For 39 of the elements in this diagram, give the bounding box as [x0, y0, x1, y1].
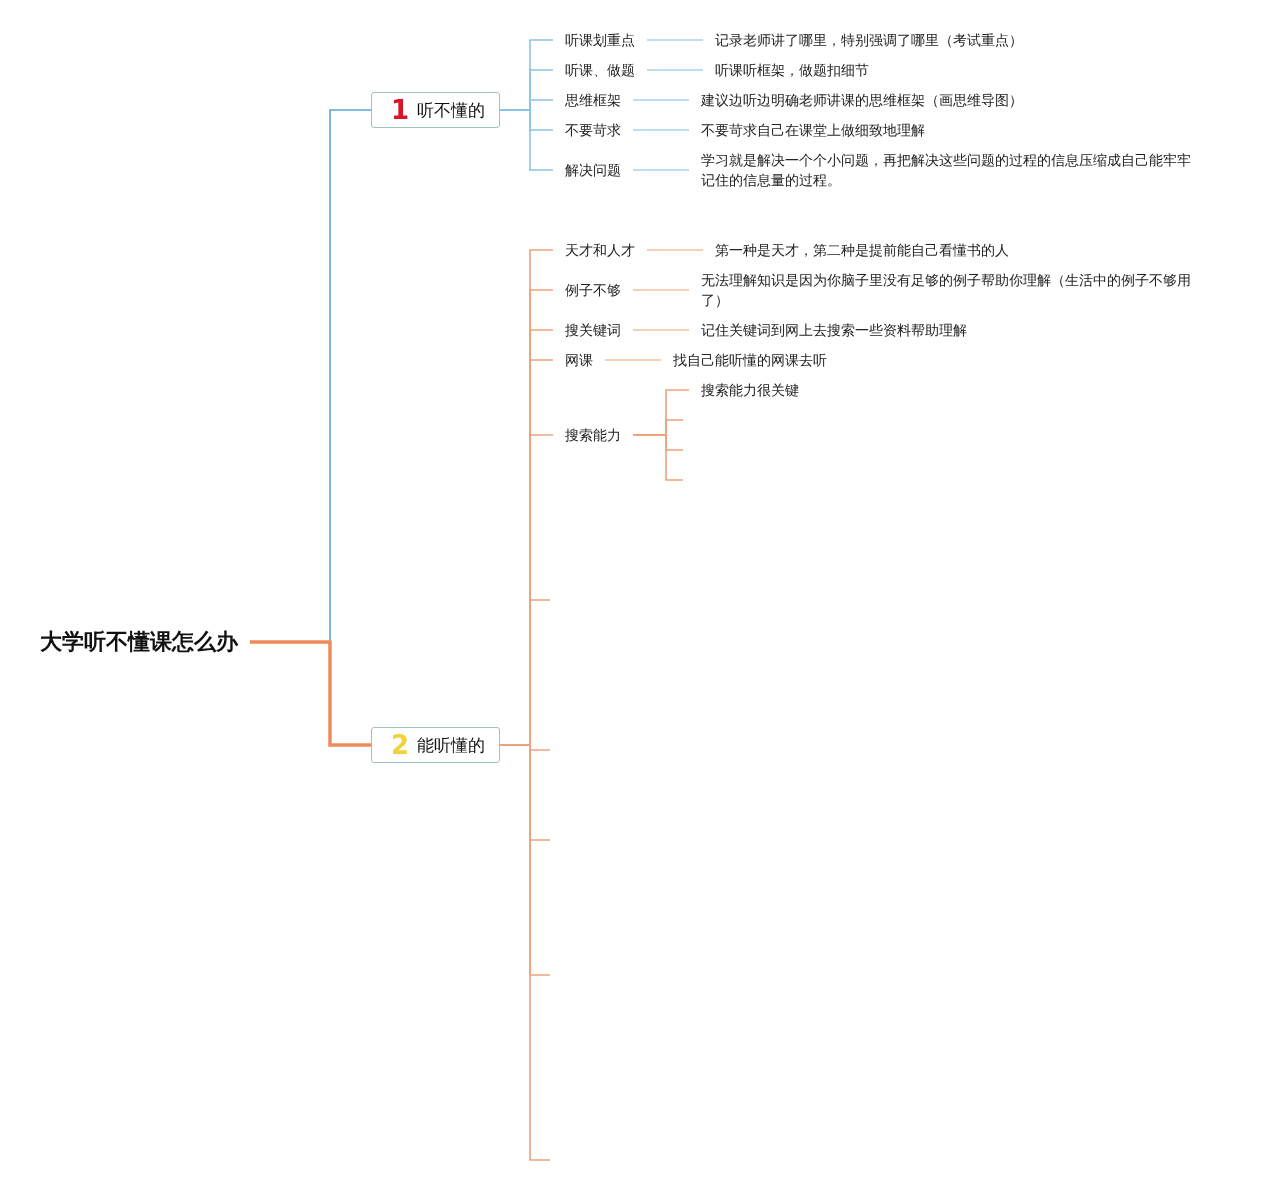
branch-line — [632, 329, 690, 331]
subtopic-label: 思维框架 — [565, 91, 621, 109]
central-topic: 大学听不懂课怎么办 — [40, 629, 238, 655]
note-text: 搜索能力很关键 — [701, 381, 799, 399]
branch-line — [646, 69, 704, 71]
note-text: 记录老师讲了哪里，特别强调了哪里（考试重点） — [715, 31, 1023, 49]
priority-number: 1 — [391, 96, 410, 124]
note-text: 听课听框架，做题扣细节 — [715, 61, 869, 79]
note-text: 无法理解知识是因为你脑子里没有足够的例子帮助你理解（生活中的例子不够用了） — [701, 270, 1195, 310]
branch-line — [632, 434, 684, 481]
note-text: 不要苛求自己在课堂上做细致地理解 — [701, 121, 925, 139]
note-text: 学习就是解决一个个小问题，再把解决这些问题的过程的信息压缩成自己能牢牢记住的信息量的过程。 — [701, 150, 1195, 190]
branch-line — [499, 109, 554, 171]
topic-box — [371, 727, 500, 763]
topic-label: 能听懂的 — [417, 734, 486, 756]
topic-label: 听不懂的 — [417, 99, 486, 121]
subtopic-label: 例子不够 — [565, 281, 621, 299]
subtopic-label: 听课、做题 — [565, 61, 635, 79]
branch-line — [632, 289, 690, 291]
note-text: 找自己能听懂的网课去听 — [673, 351, 827, 369]
note-text: 记住关键词到网上去搜索一些资料帮助理解 — [701, 321, 967, 339]
subtopic-label: 解决问题 — [565, 161, 621, 179]
branch-line — [604, 359, 662, 361]
branch-line — [632, 169, 690, 171]
subtopic-label: 天才和人才 — [565, 241, 635, 259]
branch-line — [646, 39, 704, 41]
subtopic-label: 网课 — [565, 351, 593, 369]
branch-line — [632, 129, 690, 131]
subtopic-label: 听课划重点 — [565, 31, 635, 49]
branch-line — [632, 99, 690, 101]
topic-box — [371, 92, 500, 128]
priority-number: 2 — [391, 731, 410, 759]
note-text: 建议边听边明确老师讲课的思维框架（画思维导图） — [701, 91, 1023, 109]
subtopic-label: 不要苛求 — [565, 121, 621, 139]
branch-line — [646, 249, 704, 251]
branch-line — [250, 640, 371, 747]
note-text: 第一种是天才，第二种是提前能自己看懂书的人 — [715, 241, 1009, 259]
subtopic-label: 搜索能力 — [565, 426, 621, 444]
subtopic-label: 搜关键词 — [565, 321, 621, 339]
